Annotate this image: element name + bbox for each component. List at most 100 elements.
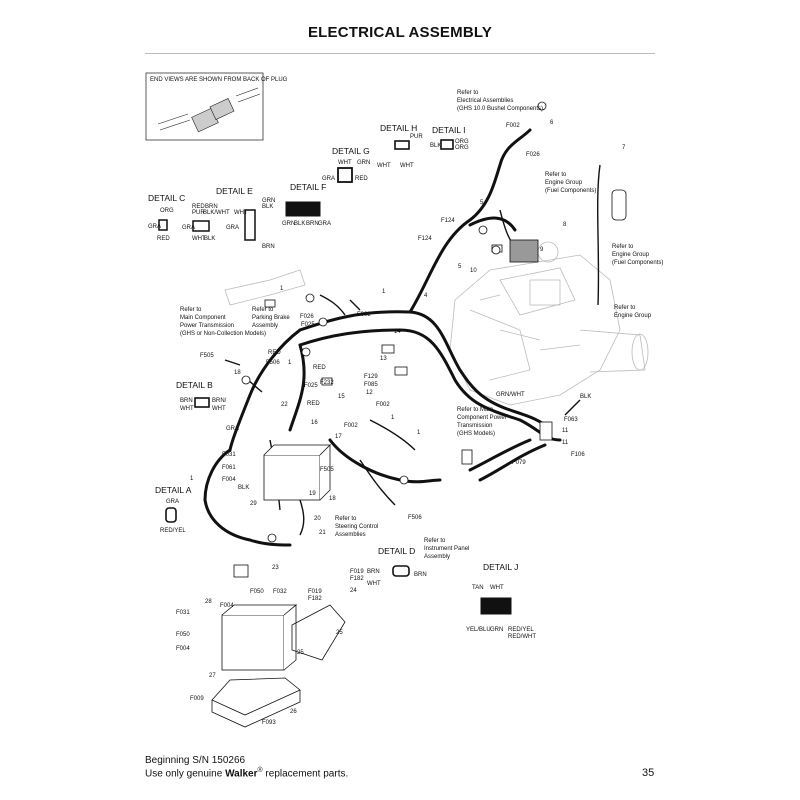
end-views-note: END VIEWS ARE SHOWN FROM BACK OF PLUG: [150, 77, 288, 83]
svg-text:Refer to: Refer to: [335, 516, 357, 522]
svg-text:RED/YEL: RED/YEL: [160, 528, 186, 534]
svg-text:BRN: BRN: [306, 221, 319, 227]
svg-text:1: 1: [417, 430, 421, 436]
svg-text:F019: F019: [308, 589, 322, 595]
svg-text:F232: F232: [320, 380, 334, 386]
detail-b-title: DETAIL B: [176, 380, 213, 390]
svg-text:Assembly: Assembly: [424, 554, 450, 560]
detail-i-title: DETAIL I: [432, 125, 466, 135]
svg-text:Refer to: Refer to: [614, 305, 636, 311]
svg-text:4: 4: [424, 293, 428, 299]
svg-text:F085: F085: [364, 382, 378, 388]
svg-text:25: 25: [297, 650, 304, 656]
svg-text:GRA: GRA: [166, 499, 179, 505]
svg-text:F093: F093: [262, 720, 276, 726]
svg-text:Steering Control: Steering Control: [335, 524, 378, 530]
ref-engine-fuel-1: Refer to Engine Group (Fuel Components): [545, 172, 596, 194]
svg-text:Component Power: Component Power: [457, 415, 507, 421]
svg-text:Refer to: Refer to: [457, 90, 479, 96]
svg-text:GRA: GRA: [226, 426, 239, 432]
svg-text:GRA: GRA: [148, 224, 161, 230]
svg-text:BLK: BLK: [204, 236, 215, 242]
svg-text:18: 18: [329, 496, 336, 502]
svg-text:24: 24: [350, 588, 357, 594]
svg-text:BRN: BRN: [414, 572, 427, 578]
svg-text:5: 5: [458, 264, 462, 270]
svg-text:(Fuel Components): (Fuel Components): [612, 260, 663, 266]
detail-h-title: DETAIL H: [380, 123, 417, 133]
svg-text:GRN: GRN: [490, 627, 503, 633]
svg-text:Transmission: Transmission: [457, 423, 492, 429]
svg-text:12: 12: [366, 390, 373, 396]
svg-text:29: 29: [250, 501, 257, 507]
svg-text:ORG: ORG: [455, 145, 469, 151]
svg-text:GRA: GRA: [322, 176, 335, 182]
svg-text:F182: F182: [308, 596, 322, 602]
svg-text:BRN: BRN: [180, 398, 193, 404]
detail-g-wires: WHT GRN GRA RED: [322, 160, 370, 182]
svg-text:F063: F063: [564, 417, 578, 423]
svg-text:18: 18: [234, 370, 241, 376]
svg-text:GRA: GRA: [318, 221, 331, 227]
svg-text:Engine Group: Engine Group: [612, 252, 650, 258]
svg-text:F004: F004: [176, 646, 190, 652]
svg-text:21: 21: [319, 530, 326, 536]
svg-text:22: 22: [281, 402, 288, 408]
svg-text:F079: F079: [512, 460, 526, 466]
svg-text:Electrical Assemblies: Electrical Assemblies: [457, 98, 513, 104]
detail-f-wires: GRN BLK BRN GRA: [282, 221, 331, 227]
page-title: ELECTRICAL ASSEMBLY: [307, 24, 493, 41]
plug-illustration: [157, 87, 261, 133]
ref-steering-control: Refer to Steering Control Assemblies: [335, 516, 378, 538]
svg-text:(GHS Models): (GHS Models): [457, 431, 495, 437]
svg-text:14: 14: [394, 329, 401, 335]
svg-text:F505: F505: [320, 467, 334, 473]
svg-text:F004: F004: [222, 477, 236, 483]
svg-text:15: 15: [338, 394, 345, 400]
svg-text:11: 11: [562, 428, 569, 434]
svg-text:PUR: PUR: [192, 210, 205, 216]
svg-text:1: 1: [382, 289, 386, 295]
svg-text:BLK/WHT: BLK/WHT: [203, 210, 230, 216]
main-harness: [203, 128, 562, 547]
svg-text:Assembly: Assembly: [252, 323, 278, 329]
svg-text:BLK: BLK: [294, 221, 305, 227]
svg-text:WHT: WHT: [180, 406, 194, 412]
svg-text:11: 11: [562, 440, 569, 446]
svg-text:Engine Group: Engine Group: [614, 313, 652, 319]
svg-text:F026: F026: [526, 152, 540, 158]
svg-text:F031: F031: [222, 452, 236, 458]
svg-text:(Fuel Components): (Fuel Components): [545, 188, 596, 194]
svg-text:F106: F106: [571, 452, 585, 458]
svg-text:RED: RED: [355, 176, 368, 182]
svg-text:F506: F506: [408, 515, 422, 521]
svg-text:BLK: BLK: [580, 394, 591, 400]
detail-b-wires: BRN WHT BRN/ WHT: [180, 398, 227, 412]
ref-engine-group: Refer to Engine Group: [614, 305, 652, 319]
svg-text:F025: F025: [301, 322, 315, 328]
f-code-callouts: F002 F002 F002 F002 F004 F004 F004 F009 …: [176, 123, 585, 726]
svg-text:F506: F506: [266, 360, 280, 366]
detail-e-title: DETAIL E: [216, 186, 253, 196]
svg-text:PUR: PUR: [410, 134, 423, 140]
footer-parts-note: Use only genuine Walker® replacement par…: [145, 767, 349, 780]
svg-text:GRA: GRA: [226, 225, 239, 231]
svg-text:F124: F124: [441, 218, 455, 224]
detail-d-title: DETAIL D: [378, 546, 415, 556]
svg-text:GRN: GRN: [262, 198, 275, 204]
svg-text:F002: F002: [506, 123, 520, 129]
svg-text:7: 7: [622, 145, 626, 151]
svg-text:Engine Group: Engine Group: [545, 180, 583, 186]
svg-text:RED: RED: [307, 401, 320, 407]
svg-text:(GHS 10.0 Bushel Components): (GHS 10.0 Bushel Components): [457, 106, 543, 112]
svg-text:WHT: WHT: [377, 163, 391, 169]
svg-text:Refer to Main: Refer to Main: [457, 407, 493, 413]
detail-a-title: DETAIL A: [155, 485, 192, 495]
svg-text:Refer to: Refer to: [545, 172, 567, 178]
svg-text:F050: F050: [176, 632, 190, 638]
svg-text:Assemblies: Assemblies: [335, 532, 366, 538]
svg-text:10: 10: [470, 268, 477, 274]
svg-text:19: 19: [309, 491, 316, 497]
svg-text:F050: F050: [250, 589, 264, 595]
detail-h-wires: PUR WHT WHT: [377, 134, 423, 169]
